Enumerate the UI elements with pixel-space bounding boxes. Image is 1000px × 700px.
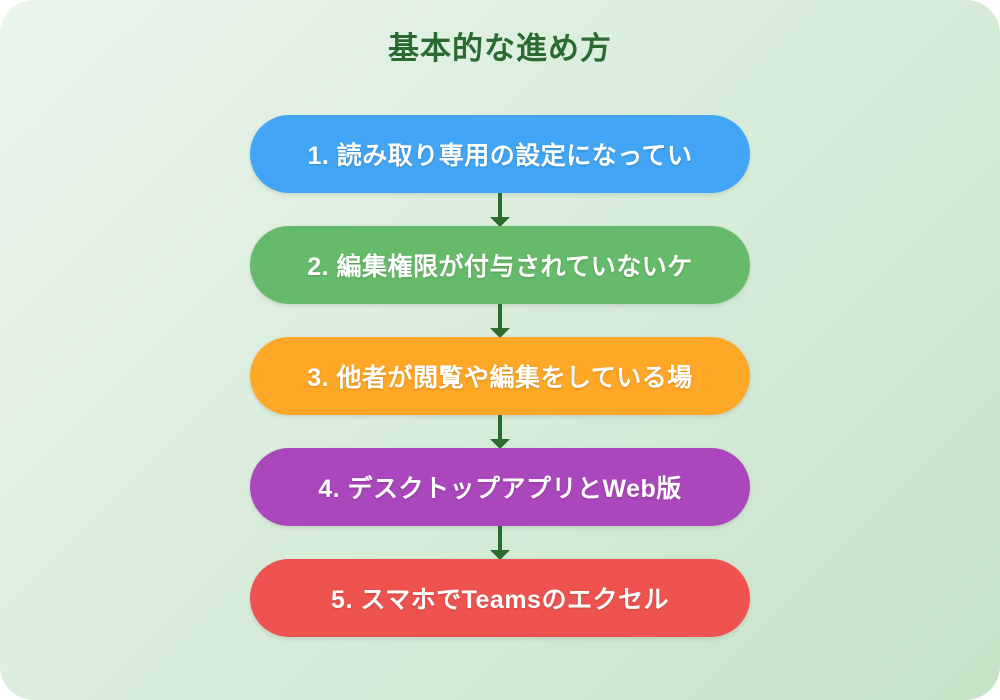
page-title: 基本的な進め方 [388, 31, 612, 66]
flow-step-5: 5. スマホでTeamsのエクセル [250, 559, 750, 638]
flow-step-1: 1. 読み取り専用の設定になってい [250, 115, 750, 194]
flow-step-3: 3. 他者が閲覧や編集をしている場 [250, 337, 750, 416]
down-arrow-icon [487, 304, 513, 339]
flow-step-4: 4. デスクトップアプリとWeb版 [250, 448, 750, 527]
down-arrow-icon [487, 526, 513, 561]
flow-steps: 1. 読み取り専用の設定になってい 2. 編集権限が付与されていないケ 3. 他… [250, 115, 750, 638]
flow-step-2: 2. 編集権限が付与されていないケ [250, 226, 750, 305]
down-arrow-icon [487, 193, 513, 228]
down-arrow-icon [487, 415, 513, 450]
